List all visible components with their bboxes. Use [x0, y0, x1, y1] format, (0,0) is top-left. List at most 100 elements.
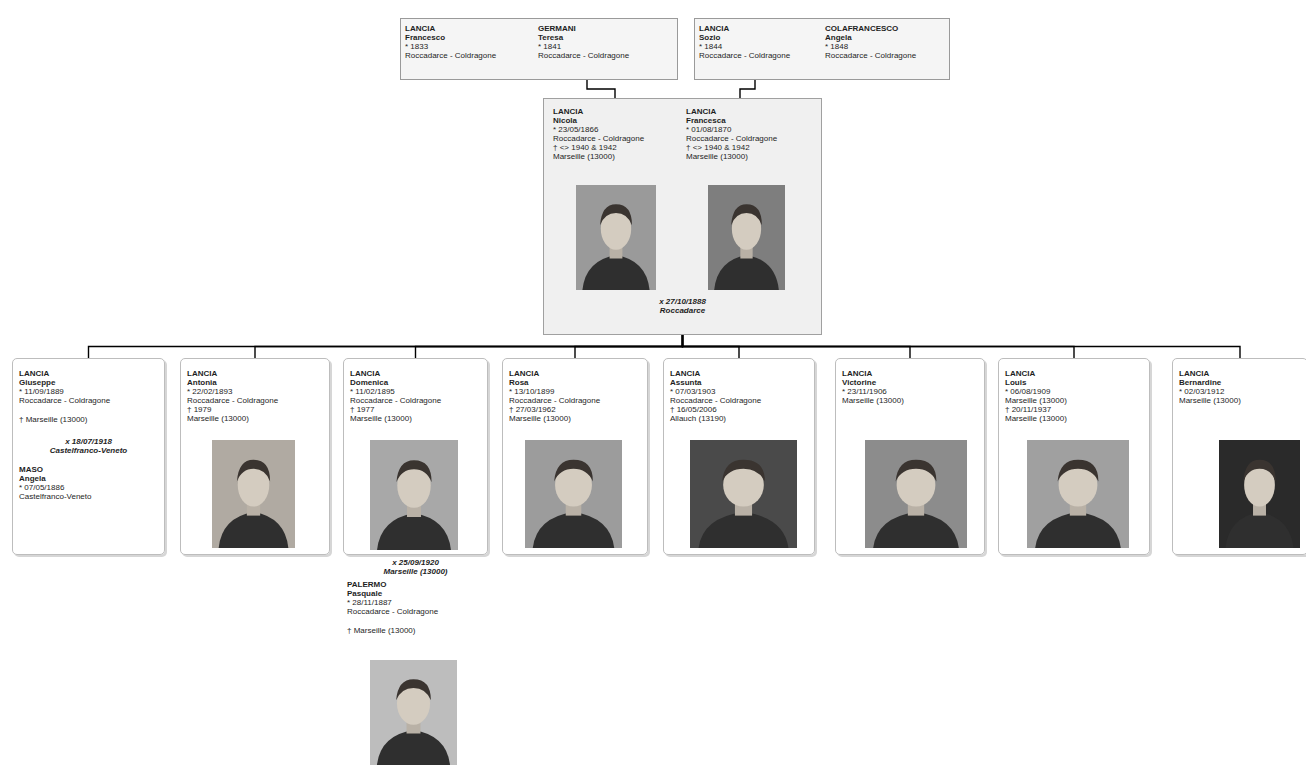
box-fill	[1172, 358, 1306, 555]
detail-text: * 07/05/1886	[19, 483, 159, 492]
detail-text: Marseille (13000)	[1179, 396, 1301, 405]
detail-text: Roccadarce - Coldragone	[187, 396, 323, 405]
text-column: COLAFRANCESCOAngela* 1848Roccadarce - Co…	[825, 24, 947, 60]
name-text: Nicola	[553, 116, 681, 125]
text-column: LANCIAAntonia* 22/02/1893Roccadarce - Co…	[187, 369, 323, 423]
name-text: Rosa	[509, 378, 641, 387]
portrait-photo	[708, 185, 785, 290]
family-link	[416, 335, 683, 358]
portrait-photo	[370, 660, 457, 765]
couple-box: LANCIA Nicola* 23/05/1866Roccadarce - Col…	[543, 98, 822, 335]
detail-text: * 01/08/1870	[686, 125, 818, 134]
detail-text: * 1841	[538, 42, 674, 51]
portrait-photo	[1027, 440, 1129, 548]
family-link	[575, 335, 683, 358]
text-column: LANCIALouis* 06/08/1909Marseille (13000)…	[1005, 369, 1143, 423]
family-link	[683, 335, 1241, 358]
detail-text: * 22/02/1893	[187, 387, 323, 396]
couple-box: LANCIAFrancesco* 1833Roccadarce - Coldra…	[400, 18, 678, 80]
person-box: LANCIAAssunta* 07/03/1903Roccadarce - Co…	[663, 358, 815, 555]
detail-text: † <> 1940 & 1942	[686, 143, 818, 152]
detail-text: * 1848	[825, 42, 947, 51]
name-text: GERMANI	[538, 24, 674, 33]
text-column: LANCIABernardine* 02/03/1912Marseille (1…	[1179, 369, 1301, 405]
detail-text: † 20/11/1937	[1005, 405, 1143, 414]
detail-text: * 07/03/1903	[670, 387, 808, 396]
detail-text: Marseille (13000)	[686, 152, 818, 161]
box-fill	[835, 358, 985, 555]
detail-text: * 06/08/1909	[1005, 387, 1143, 396]
name-text: LANCIA	[686, 107, 818, 116]
text-column: LANCIANicola* 23/05/1866Roccadarce - Col…	[553, 107, 681, 161]
text-column: MASOAngela* 07/05/1886Castelfranco-Venet…	[19, 465, 159, 501]
detail-text: * 11/02/1895	[350, 387, 481, 396]
detail-text: Castelfranco-Veneto	[19, 492, 159, 501]
detail-text: † 27/03/1962	[509, 405, 641, 414]
name-text: LANCIA	[1005, 369, 1143, 378]
portrait-photo	[370, 440, 458, 550]
detail-text: Roccadarce - Coldragone	[538, 51, 674, 60]
detail-text: * 02/03/1912	[1179, 387, 1301, 396]
detail-text: † <> 1940 & 1942	[553, 143, 681, 152]
box-fill	[663, 358, 815, 555]
name-text: Assunta	[670, 378, 808, 387]
detail-text: Allauch (13190)	[670, 414, 808, 423]
detail-text: * 11/09/1889	[19, 387, 159, 396]
box-fill	[180, 358, 330, 555]
person-box: LANCIARosa* 13/10/1899Roccadarce - Coldr…	[502, 358, 648, 555]
marriage-text: Castelfranco-Veneto	[13, 446, 164, 455]
name-text: Angela	[19, 474, 159, 483]
detail-text: * 23/05/1866	[553, 125, 681, 134]
detail-text: † 1977	[350, 405, 481, 414]
name-text: Angela	[825, 33, 947, 42]
text-column: LANCIARosa* 13/10/1899Roccadarce - Coldr…	[509, 369, 641, 423]
detail-text: Roccadarce - Coldragone	[670, 396, 808, 405]
detail-text: * 1844	[699, 42, 821, 51]
name-text: Victorine	[842, 378, 978, 387]
detail-text: Marseille (13000)	[553, 152, 681, 161]
portrait-photo	[212, 440, 295, 548]
name-text: LANCIA	[1179, 369, 1301, 378]
detail-text: * 23/11/1906	[842, 387, 978, 396]
box-fill	[543, 98, 822, 335]
portrait-photo	[1219, 440, 1300, 548]
portrait-photo	[576, 185, 656, 290]
person-box: LANCIALouis* 06/08/1909Marseille (13000)…	[998, 358, 1150, 555]
family-link	[89, 335, 683, 358]
box-fill	[694, 18, 950, 80]
detail-text: † Marseille (13000)	[343, 626, 488, 635]
name-text: Giuseppe	[19, 378, 159, 387]
text-column: LANCIAVictorine* 23/11/1906Marseille (13…	[842, 369, 978, 405]
detail-text: Roccadarce - Coldragone	[509, 396, 641, 405]
name-text: LANCIA	[509, 369, 641, 378]
box-fill	[400, 18, 678, 80]
box-fills	[12, 18, 1306, 555]
name-text: Sozio	[699, 33, 821, 42]
name-text: Francesca	[686, 116, 818, 125]
name-text: Francesco	[405, 33, 533, 42]
person-box: LANCIABernardine* 02/03/1912Marseille (1…	[1172, 358, 1306, 555]
detail-text: Roccadarce - Coldragone	[19, 396, 159, 405]
name-text: Domenica	[350, 378, 481, 387]
name-text: Bernardine	[1179, 378, 1301, 387]
text-column: x 27/10/1888Roccadarce	[544, 297, 821, 315]
portrait-photo	[865, 440, 967, 548]
portrait-photo	[690, 440, 797, 548]
box-fill	[998, 358, 1150, 555]
marriage-text: x 18/07/1918	[13, 437, 164, 446]
box-fill	[502, 358, 648, 555]
name-text: Antonia	[187, 378, 323, 387]
portrait-photo	[525, 440, 622, 548]
detail-text: Roccadarce - Coldragone	[699, 51, 821, 60]
detail-text: Roccadarce - Coldragone	[686, 134, 818, 143]
detail-text: * 13/10/1899	[509, 387, 641, 396]
family-link	[740, 80, 755, 98]
couple-box: LANCIASozio* 1844Roccadarce - Coldragone…	[694, 18, 950, 80]
detail-text: Marseille (13000)	[1005, 414, 1143, 423]
detail-text: Marseille (13000)	[1005, 396, 1143, 405]
text-column: LANCIADomenica* 11/02/1895Roccadarce - C…	[350, 369, 481, 423]
detail-text: † 16/05/2006	[670, 405, 808, 414]
name-text: LANCIA	[187, 369, 323, 378]
text-column: x 18/07/1918Castelfranco-Veneto	[13, 437, 164, 455]
